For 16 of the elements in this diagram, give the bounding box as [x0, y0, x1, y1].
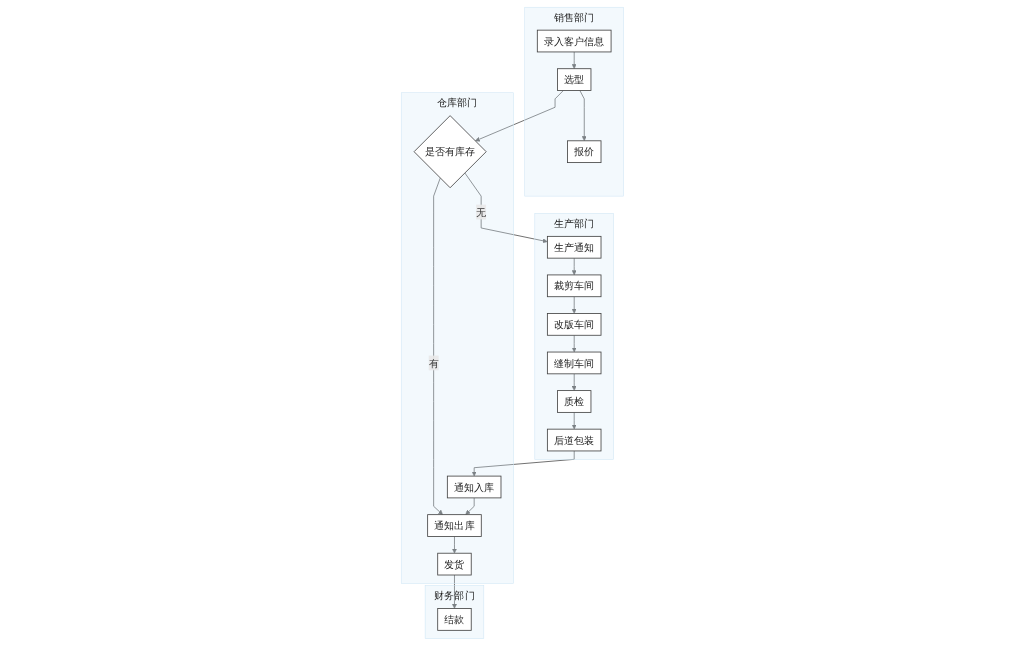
node-box: 缝制车间 — [546, 351, 601, 375]
node-box: 后道包装 — [546, 428, 601, 452]
node-box: 通知入库 — [446, 475, 501, 499]
node-box: 改版车间 — [546, 313, 601, 336]
node-diamond: 是否有库存 — [413, 115, 487, 189]
node-box: 录入客户信息 — [536, 29, 612, 53]
node-box: 质检 — [556, 390, 591, 413]
node-box: 选型 — [556, 68, 591, 91]
node-box: 通知出库 — [426, 514, 482, 537]
node-box: 裁剪车间 — [546, 274, 601, 298]
node-box: 报价 — [566, 140, 601, 164]
node-box: 生产通知 — [546, 235, 601, 259]
edge-label: 无 — [475, 206, 486, 218]
node-box: 结款 — [436, 608, 472, 631]
edge-label: 有 — [428, 357, 439, 369]
node-box: 发货 — [436, 552, 472, 576]
